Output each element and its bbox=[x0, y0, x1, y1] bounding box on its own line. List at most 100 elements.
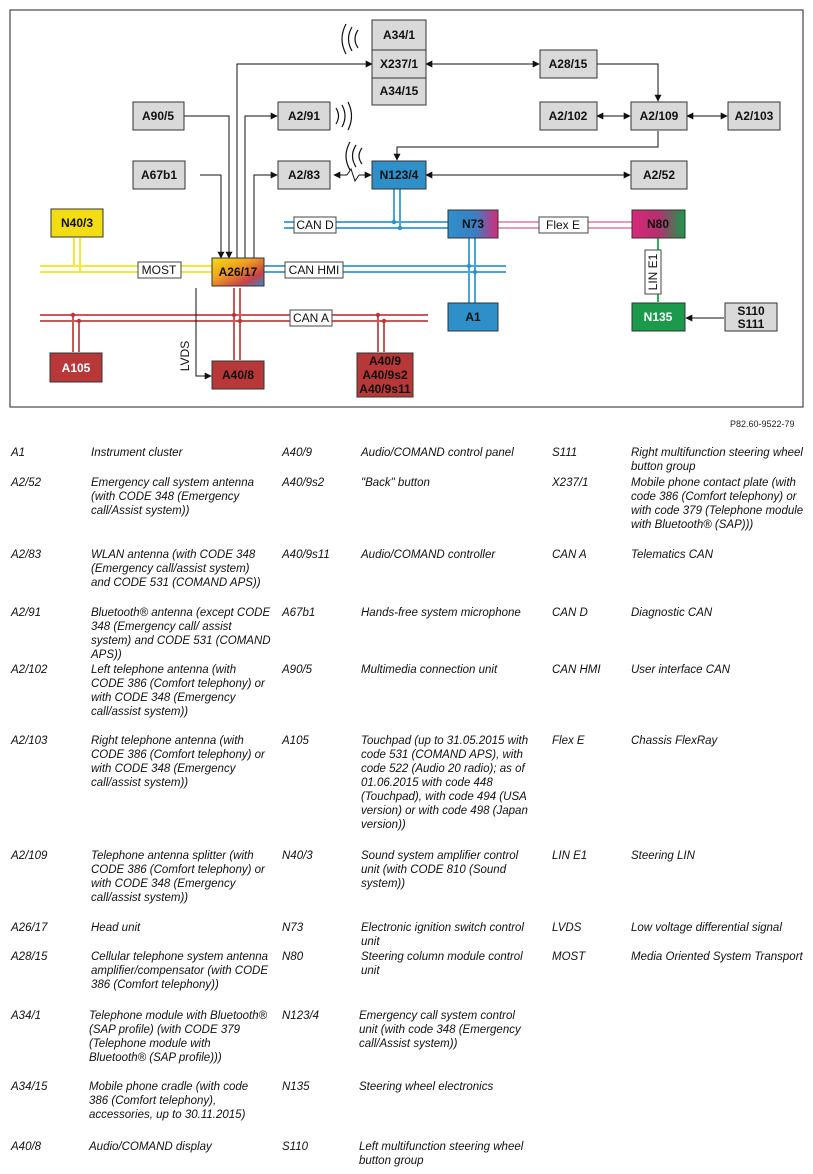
legend-description: Steering wheel electronics bbox=[359, 1081, 494, 1093]
legend-code: A1 bbox=[11, 447, 26, 459]
box-label: A2/109 bbox=[640, 109, 679, 123]
legend-code: A90/5 bbox=[282, 664, 313, 676]
box-label: A40/9s11 bbox=[359, 382, 411, 396]
box-label: A40/8 bbox=[222, 368, 254, 382]
bus-label-can-a: CAN A bbox=[289, 309, 333, 327]
legend-code: A2/109 bbox=[11, 850, 48, 862]
bus-label-can-d: CAN D bbox=[293, 216, 337, 234]
legend-description: Sound system amplifier control unit (wit… bbox=[361, 850, 519, 890]
legend-description: Left telephone antenna (with CODE 386 (C… bbox=[91, 664, 265, 718]
legend-code: CAN HMI bbox=[552, 664, 601, 676]
box-label: A40/9 bbox=[369, 354, 401, 368]
bus-label-lin-e1: LIN E1 bbox=[644, 249, 662, 295]
legend-description: Multimedia connection unit bbox=[361, 664, 498, 676]
box-a40-9: A40/9 A40/9s2 A40/9s11 bbox=[356, 352, 414, 398]
box-label: A1 bbox=[465, 310, 481, 324]
legend-code: A67b1 bbox=[282, 607, 316, 619]
box-a2-52: A2/52 bbox=[630, 160, 688, 190]
box-x237-1: X237/1 bbox=[371, 49, 427, 79]
legend-description: Audio/COMAND control panel bbox=[361, 447, 514, 459]
box-label: A105 bbox=[62, 361, 91, 375]
box-label: A34/15 bbox=[380, 84, 419, 98]
bus-label-flex-e: Flex E bbox=[538, 216, 589, 234]
legend-code: LVDS bbox=[552, 922, 582, 934]
legend-description: Touchpad (up to 31.05.2015 with code 531… bbox=[361, 735, 529, 831]
legend-code: N123/4 bbox=[282, 1010, 320, 1022]
legend-description: Left multifunction steering wheel button… bbox=[359, 1141, 524, 1167]
legend-code: Flex E bbox=[552, 735, 585, 747]
legend-description: Cellular telephone system antenna amplif… bbox=[91, 951, 269, 991]
legend-description: Emergency call system control unit (with… bbox=[359, 1010, 521, 1050]
legend-code: A2/102 bbox=[11, 664, 48, 676]
legend-description: Bluetooth® antenna (except CODE 348 (Eme… bbox=[91, 607, 271, 661]
box-label: N123/4 bbox=[380, 168, 419, 182]
radio-wave-icon bbox=[341, 23, 359, 55]
radio-wave-icon bbox=[345, 141, 363, 171]
legend-description: Chassis FlexRay bbox=[631, 735, 718, 747]
legend-description: Head unit bbox=[91, 922, 141, 934]
box-label: N73 bbox=[462, 217, 484, 231]
legend-code: A2/83 bbox=[11, 549, 42, 561]
box-label: N135 bbox=[644, 310, 673, 324]
figure-reference: P82.60-9522-79 bbox=[730, 419, 795, 429]
legend-code: A34/1 bbox=[11, 1010, 42, 1022]
svg-text:Flex E: Flex E bbox=[546, 218, 580, 232]
legend-code: S110 bbox=[282, 1141, 309, 1153]
box-n73: N73 bbox=[447, 209, 499, 239]
box-a2-109: A2/109 bbox=[630, 101, 688, 131]
svg-text:CAN A: CAN A bbox=[293, 311, 329, 325]
box-label: A26/17 bbox=[219, 265, 258, 279]
box-n135: N135 bbox=[631, 302, 686, 332]
wireless-link bbox=[333, 167, 372, 183]
legend-code: A105 bbox=[282, 735, 309, 747]
box-a28-15: A28/15 bbox=[539, 49, 598, 79]
bus-label-lvds: LVDS bbox=[178, 341, 192, 371]
box-label: N80 bbox=[647, 217, 669, 231]
legend-code: A40/9s11 bbox=[282, 549, 330, 561]
legend-description: Media Oriented System Transport bbox=[631, 951, 803, 963]
box-n80: N80 bbox=[631, 209, 686, 239]
box-n123-4: N123/4 bbox=[371, 160, 427, 190]
box-label: A67b1 bbox=[141, 168, 177, 182]
legend-description: Steering column module control unit bbox=[361, 951, 523, 977]
signal-connections bbox=[174, 60, 728, 380]
legend-description: Audio/COMAND display bbox=[89, 1141, 212, 1153]
box-label: A2/52 bbox=[643, 168, 675, 182]
box-label: X237/1 bbox=[380, 57, 418, 71]
legend-code: A34/15 bbox=[11, 1081, 48, 1093]
box-label: A40/9s2 bbox=[362, 368, 408, 382]
box-a26-17: A26/17 bbox=[211, 257, 265, 287]
box-label: S111 bbox=[738, 317, 765, 331]
legend-description: Audio/COMAND controller bbox=[361, 549, 496, 561]
legend-description: Right multifunction steering wheel butto… bbox=[631, 447, 803, 473]
legend-code: CAN D bbox=[552, 607, 588, 619]
legend-code: CAN A bbox=[552, 549, 587, 561]
legend-description: Instrument cluster bbox=[91, 447, 183, 459]
legend-description: Mobile phone contact plate (with code 38… bbox=[631, 477, 804, 531]
box-a1: A1 bbox=[447, 302, 499, 332]
legend-code: A2/52 bbox=[11, 477, 42, 489]
box-label: A2/83 bbox=[288, 168, 320, 182]
legend-code: N80 bbox=[282, 951, 304, 963]
svg-text:LIN E1: LIN E1 bbox=[646, 253, 660, 290]
legend-description: Electronic ignition switch control unit bbox=[361, 922, 524, 948]
box-a40-8: A40/8 bbox=[211, 360, 265, 390]
box-n40-3: N40/3 bbox=[50, 208, 104, 238]
box-label: N40/3 bbox=[61, 216, 93, 230]
legend-code: A40/9s2 bbox=[282, 477, 325, 489]
box-a2-103: A2/103 bbox=[727, 101, 781, 131]
legend-code: A40/8 bbox=[11, 1141, 42, 1153]
legend-code: A40/9 bbox=[282, 447, 313, 459]
box-label: A2/91 bbox=[288, 109, 320, 123]
box-label: A2/103 bbox=[735, 109, 774, 123]
box-label: A28/15 bbox=[549, 57, 588, 71]
box-a2-83: A2/83 bbox=[277, 160, 331, 190]
box-label: S110 bbox=[737, 304, 765, 318]
legend-description: Telematics CAN bbox=[631, 549, 714, 561]
box-a34-15: A34/15 bbox=[371, 77, 427, 106]
legend-code: N135 bbox=[282, 1081, 310, 1093]
legend-description: WLAN antenna (with CODE 348 (Emergency c… bbox=[91, 549, 261, 589]
legend-code: N73 bbox=[282, 922, 304, 934]
bus-label-most: MOST bbox=[137, 261, 182, 279]
